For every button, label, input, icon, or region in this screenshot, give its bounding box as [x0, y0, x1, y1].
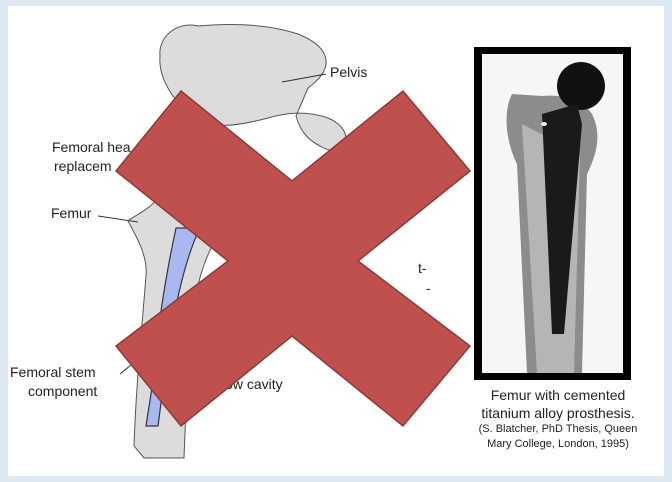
cross-mark-icon — [116, 91, 470, 426]
cross-overlay — [8, 6, 664, 476]
slide: Pelvis Femoral hea replacem Femur Femora… — [8, 6, 664, 476]
